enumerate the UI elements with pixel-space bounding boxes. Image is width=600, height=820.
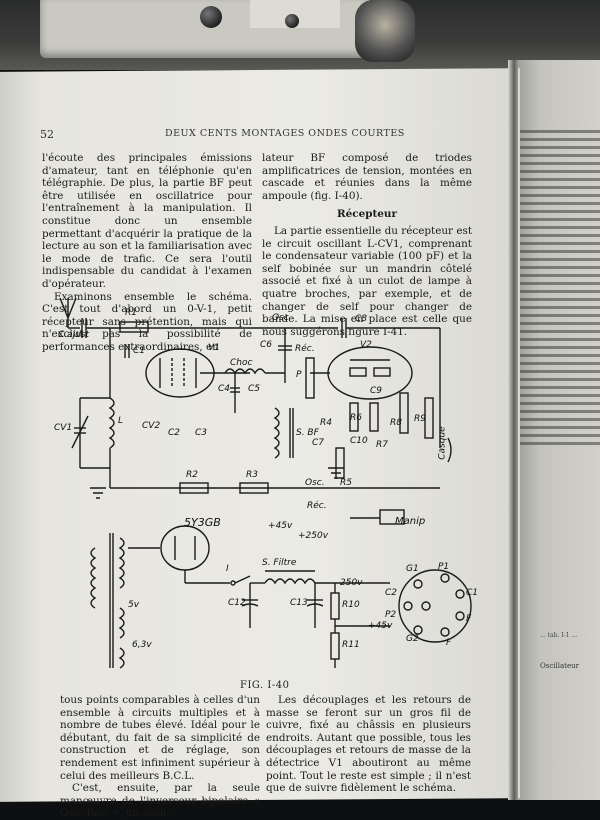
paragraph: lateur BF composé de triodes amplificatr… bbox=[262, 152, 472, 202]
facing-page-figure-caption: ... tab. I-1 ... bbox=[540, 632, 578, 639]
label-manip: Manip bbox=[395, 516, 426, 527]
label-c6: C6 bbox=[260, 340, 273, 350]
label-c13: C13 bbox=[290, 598, 308, 608]
label-c2-socket: C2 bbox=[385, 588, 398, 598]
schematic-drawing bbox=[59, 297, 472, 669]
label-c4: C4 bbox=[218, 384, 231, 394]
label-g1: G1 bbox=[406, 564, 419, 574]
label-cv2: CV2 bbox=[142, 421, 161, 431]
label-c5: C5 bbox=[248, 384, 261, 394]
label-c8: C8 bbox=[355, 314, 368, 324]
label-r6: R6 bbox=[350, 413, 362, 423]
label-p: P bbox=[296, 370, 302, 380]
bottom-right-column: Les découplages et les retours de masse … bbox=[266, 694, 471, 795]
label-r5: R5 bbox=[340, 478, 352, 488]
circuit-schematic: C.ajust R1 C1 V1 Choc C6 Osc Réc. C8 V2 … bbox=[50, 288, 480, 682]
label-c2: C2 bbox=[168, 428, 181, 438]
facing-page-heading: Oscillateur bbox=[540, 662, 579, 670]
label-i: I bbox=[226, 564, 229, 574]
label-r8: R8 bbox=[390, 418, 402, 428]
label-250v: 250v bbox=[340, 578, 363, 588]
label-r11: R11 bbox=[342, 640, 360, 650]
label-casque: Casque bbox=[437, 426, 448, 460]
facing-page-text-block bbox=[520, 130, 600, 450]
page-number: 52 bbox=[40, 128, 54, 141]
paragraph: l'écoute des principales émissions d'ama… bbox=[42, 152, 252, 290]
label-plus45: +45v bbox=[268, 521, 293, 531]
label-f2: F bbox=[446, 638, 452, 648]
label-v1: V1 bbox=[208, 343, 220, 353]
label-v2: V2 bbox=[360, 340, 372, 350]
label-5v: 5v bbox=[128, 600, 140, 610]
control-knob bbox=[200, 6, 222, 28]
label-s-filtre: S. Filtre bbox=[262, 558, 297, 568]
figure-caption: FIG. I-40 bbox=[240, 680, 290, 691]
book-gutter bbox=[508, 60, 518, 800]
paragraph: La partie essentielle du récepteur est l… bbox=[262, 224, 472, 338]
label-cv1: CV1 bbox=[54, 423, 73, 433]
label-c9: C9 bbox=[370, 386, 383, 396]
label-rec-bottom: Réc. bbox=[307, 501, 327, 511]
label-rec-top: Réc. bbox=[295, 344, 315, 354]
right-column: lateur BF composé de triodes amplificatr… bbox=[262, 152, 472, 338]
label-choc: Choc bbox=[230, 358, 253, 368]
label-r9: R9 bbox=[414, 414, 426, 424]
coax-connector bbox=[355, 0, 415, 62]
label-r2: R2 bbox=[186, 470, 198, 480]
label-c-ajust: C.ajust bbox=[58, 330, 90, 340]
label-g2: G2 bbox=[406, 634, 419, 644]
control-knob bbox=[285, 14, 299, 28]
label-l: L bbox=[118, 416, 124, 426]
label-osc-bottom: Osc. bbox=[305, 478, 325, 488]
label-plus45b: +45v bbox=[368, 621, 393, 631]
running-title: DEUX CENTS MONTAGES ONDES COURTES bbox=[165, 128, 405, 139]
section-heading: Récepteur bbox=[337, 208, 397, 221]
background-equipment bbox=[0, 0, 600, 70]
label-r10: R10 bbox=[342, 600, 360, 610]
label-sbf: S. BF bbox=[296, 428, 319, 438]
facing-page-text bbox=[520, 130, 600, 450]
label-c12: C12 bbox=[228, 598, 246, 608]
label-c10: C10 bbox=[350, 436, 368, 446]
paragraph: Les découplages et les retours de masse … bbox=[266, 694, 471, 795]
label-f1: F bbox=[466, 614, 472, 624]
label-osc-top: Osc bbox=[272, 313, 289, 323]
bottom-left-column: tous points comparables à celles d'un en… bbox=[60, 694, 260, 820]
label-plus250: +250v bbox=[298, 531, 329, 541]
label-p2: P2 bbox=[385, 610, 397, 620]
label-c3: C3 bbox=[195, 428, 208, 438]
label-r7: R7 bbox=[376, 440, 388, 450]
paragraph: tous points comparables à celles d'un en… bbox=[60, 694, 260, 782]
label-r1: R1 bbox=[125, 308, 137, 318]
label-c1: C1 bbox=[133, 346, 146, 356]
label-p1: P1 bbox=[438, 562, 450, 572]
label-c7: C7 bbox=[312, 438, 325, 448]
label-r4: R4 bbox=[320, 418, 332, 428]
label-c1-socket: C1 bbox=[466, 588, 479, 598]
label-tube-5y3gb: 5Y3GB bbox=[184, 516, 221, 529]
label-r3: R3 bbox=[246, 470, 258, 480]
paragraph: C'est, ensuite, par la seule manœuvre de… bbox=[60, 782, 260, 820]
label-6-3v: 6,3v bbox=[132, 640, 152, 650]
